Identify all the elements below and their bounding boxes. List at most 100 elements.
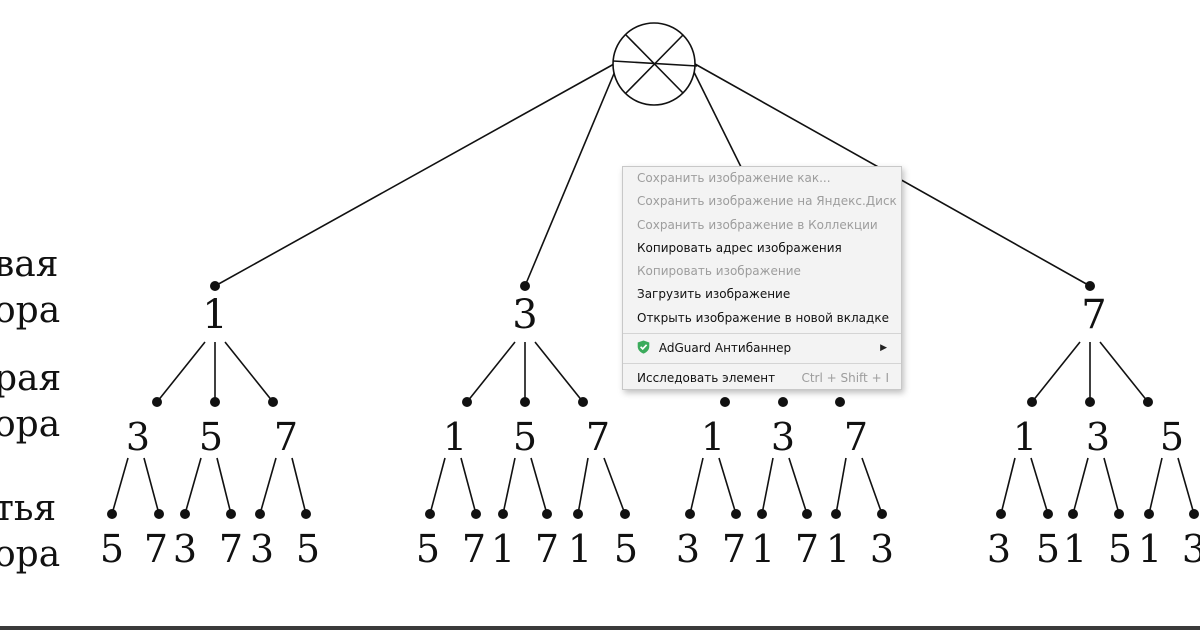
tree-edge xyxy=(1099,341,1149,403)
left-label-2: ора xyxy=(0,290,60,331)
tree-node-dot xyxy=(996,509,1006,519)
tree-edge xyxy=(603,457,626,515)
tree-edge xyxy=(460,457,477,515)
inspect-shortcut: Ctrl + Shift + I xyxy=(801,371,889,386)
tree-node-dot xyxy=(685,509,695,519)
tree-node-label: 3 xyxy=(512,292,537,338)
left-label-1: вая xyxy=(0,244,58,285)
tree-node-dot xyxy=(107,509,117,519)
context-menu-item[interactable]: Сохранить изображение в Коллекции xyxy=(637,217,878,232)
tree-node-label: 3 xyxy=(987,527,1011,571)
inspect-element-menu-item[interactable]: Исследовать элемент Ctrl + Shift + I xyxy=(623,367,901,390)
tree-node-dot xyxy=(498,509,508,519)
tree-node-label: 7 xyxy=(722,527,746,571)
tree-edge xyxy=(577,457,589,515)
left-label-5: тья xyxy=(0,488,56,529)
tree-node-dot xyxy=(255,509,265,519)
tree-node-dot xyxy=(462,397,472,407)
tree-node-label: 7 xyxy=(219,527,243,571)
tree-node-dot xyxy=(542,509,552,519)
tree-edge xyxy=(1031,341,1081,403)
tree-node-label: 1 xyxy=(443,415,467,459)
tree-node-dot xyxy=(520,397,530,407)
context-menu-item[interactable]: Открыть изображение в новой вкладке xyxy=(637,310,889,325)
tree-edge xyxy=(1177,457,1195,515)
tree-node-dot xyxy=(757,509,767,519)
tree-node-dot xyxy=(1143,397,1153,407)
tree-edge xyxy=(1072,457,1089,515)
tree-node-label: 3 xyxy=(870,527,894,571)
context-menu-item[interactable]: Сохранить изображение как... xyxy=(637,171,831,185)
inspect-element-label: Исследовать элемент xyxy=(637,371,776,386)
tree-node-label: 1 xyxy=(568,527,592,571)
tree-node-dot xyxy=(268,397,278,407)
tree-node-label: 5 xyxy=(1036,527,1060,571)
left-label-3: рая xyxy=(0,358,61,399)
context-menu-item[interactable]: Сохранить изображение на Яндекс.Диск xyxy=(637,194,897,209)
tree-edge xyxy=(1000,457,1016,515)
tree-node-label: 5 xyxy=(614,527,638,571)
submenu-arrow-icon: ▶ xyxy=(880,343,887,354)
left-label-4: ора xyxy=(0,404,60,445)
tree-node-dot xyxy=(620,509,630,519)
tree-node-dot xyxy=(152,397,162,407)
root-node-icon xyxy=(612,22,698,106)
tree-node-label: 1 xyxy=(1063,527,1087,571)
tree-edge xyxy=(788,457,808,515)
adguard-menu-item[interactable]: AdGuard Антибаннер ▶ xyxy=(623,337,901,360)
bottom-border xyxy=(0,626,1200,630)
tree-node-dot xyxy=(1068,509,1078,519)
tree-node-label: 5 xyxy=(513,415,537,459)
tree-node-dot xyxy=(180,509,190,519)
tree-node-label: 3 xyxy=(676,527,700,571)
tree-node-label: 7 xyxy=(844,415,868,459)
tree-nodes xyxy=(107,281,1199,519)
tree-edge xyxy=(861,457,883,515)
menu-separator xyxy=(623,333,901,335)
tree-node-dot xyxy=(1144,509,1154,519)
tree-node-dot xyxy=(778,397,788,407)
tree-node-label: 1 xyxy=(1138,527,1162,571)
tree-node-dot xyxy=(226,509,236,519)
tree-node-label: 7 xyxy=(586,415,610,459)
tree-edge xyxy=(524,63,619,287)
tree-node-dot xyxy=(731,509,741,519)
tree-edge xyxy=(466,341,516,403)
tree-node-dot xyxy=(1085,281,1095,291)
tree-node-dot xyxy=(877,509,887,519)
tree-node-dot xyxy=(720,397,730,407)
tree-node-dot xyxy=(1114,509,1124,519)
tree-node-dot xyxy=(1027,397,1037,407)
tree-edges xyxy=(111,63,1195,515)
tree-node-label: 1 xyxy=(491,527,515,571)
tree-node-label: 3 xyxy=(1182,527,1200,571)
tree-edge xyxy=(259,457,277,515)
tree-node-dot xyxy=(210,397,220,407)
tree-node-label: 3 xyxy=(1086,415,1110,459)
tree-node-label: 3 xyxy=(173,527,197,571)
context-menu: Сохранить изображение как... Сохранить из… xyxy=(622,166,902,390)
tree-edge xyxy=(1103,457,1120,515)
context-menu-item[interactable]: Загрузить изображение xyxy=(637,287,791,302)
tree-node-dot xyxy=(1085,397,1095,407)
context-menu-item[interactable]: Копировать изображение xyxy=(637,264,801,279)
tree-node-label: 5 xyxy=(1160,415,1184,459)
tree-node-label: 3 xyxy=(771,415,795,459)
tree-node-label: 1 xyxy=(1013,415,1037,459)
tree-node-label: 7 xyxy=(144,527,168,571)
tree-node-label: 5 xyxy=(199,415,223,459)
tree-node-label: 7 xyxy=(535,527,559,571)
tree-edge xyxy=(835,457,847,515)
tree-edge xyxy=(534,341,584,403)
tree-node-dot xyxy=(573,509,583,519)
tree-edge xyxy=(689,457,704,515)
tree-node-label: 7 xyxy=(462,527,486,571)
tree-node-label: 7 xyxy=(274,415,298,459)
tree-edge xyxy=(214,63,615,287)
context-menu-item[interactable]: Копировать адрес изображения xyxy=(637,240,842,255)
tree-node-dot xyxy=(425,509,435,519)
tree-edge xyxy=(156,341,206,403)
tree-node-label: 7 xyxy=(1081,292,1106,338)
tree-node-label: 5 xyxy=(296,527,320,571)
